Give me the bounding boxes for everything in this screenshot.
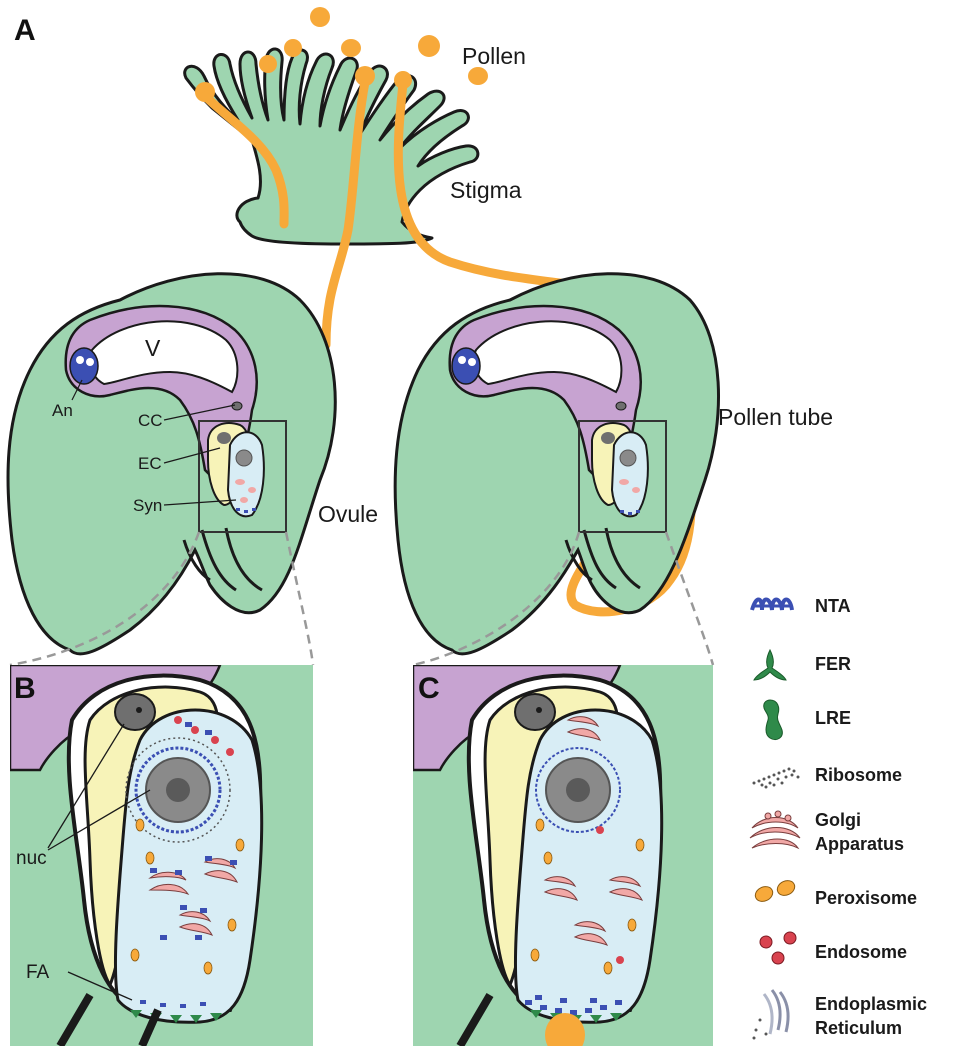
legend-er-line2: Reticulum (815, 1018, 902, 1038)
stigma (185, 49, 478, 244)
legend-endosome: Endosome (815, 942, 907, 962)
peroxisome-icon (753, 878, 797, 904)
synergid-label: Syn (133, 496, 162, 515)
central-cell-label: CC (138, 411, 163, 430)
legend-golgi-line1: Golgi (815, 810, 861, 830)
ribosome-icon (753, 768, 800, 789)
panel-label-a: A (14, 14, 36, 47)
er-icon (753, 990, 789, 1040)
ovule-right (395, 274, 718, 654)
pollen-tube-label: Pollen tube (718, 404, 833, 430)
nucleus-label: nuc (16, 848, 47, 869)
golgi-icon (750, 811, 800, 848)
fer-icon (754, 650, 786, 680)
panel-c-drawing (413, 665, 713, 1046)
lre-icon (764, 700, 783, 740)
ovule-label: Ovule (318, 501, 378, 527)
stigma-label: Stigma (450, 177, 522, 203)
antipodal-label: An (52, 401, 73, 420)
panel-label-c: C (418, 672, 440, 705)
nta-icon (752, 600, 792, 611)
endosome-icon (760, 932, 796, 964)
legend-nta: NTA (815, 596, 851, 616)
legend-fer: FER (815, 654, 851, 674)
panel-label-b: B (14, 672, 36, 705)
vacuole-label: V (145, 335, 161, 361)
legend-lre: LRE (815, 708, 851, 728)
pollen-label: Pollen (462, 43, 526, 69)
panel-b-drawing (10, 665, 313, 1046)
legend: NTA FER LRE Ribosome Golgi Apparatus Per… (750, 596, 927, 1040)
ovule-left (8, 274, 335, 654)
legend-peroxisome: Peroxisome (815, 888, 917, 908)
legend-er-line1: Endoplasmic (815, 994, 927, 1014)
legend-golgi-line2: Apparatus (815, 834, 904, 854)
filiform-apparatus-label: FA (26, 962, 50, 983)
egg-cell-label: EC (138, 454, 162, 473)
legend-ribosome: Ribosome (815, 765, 902, 785)
